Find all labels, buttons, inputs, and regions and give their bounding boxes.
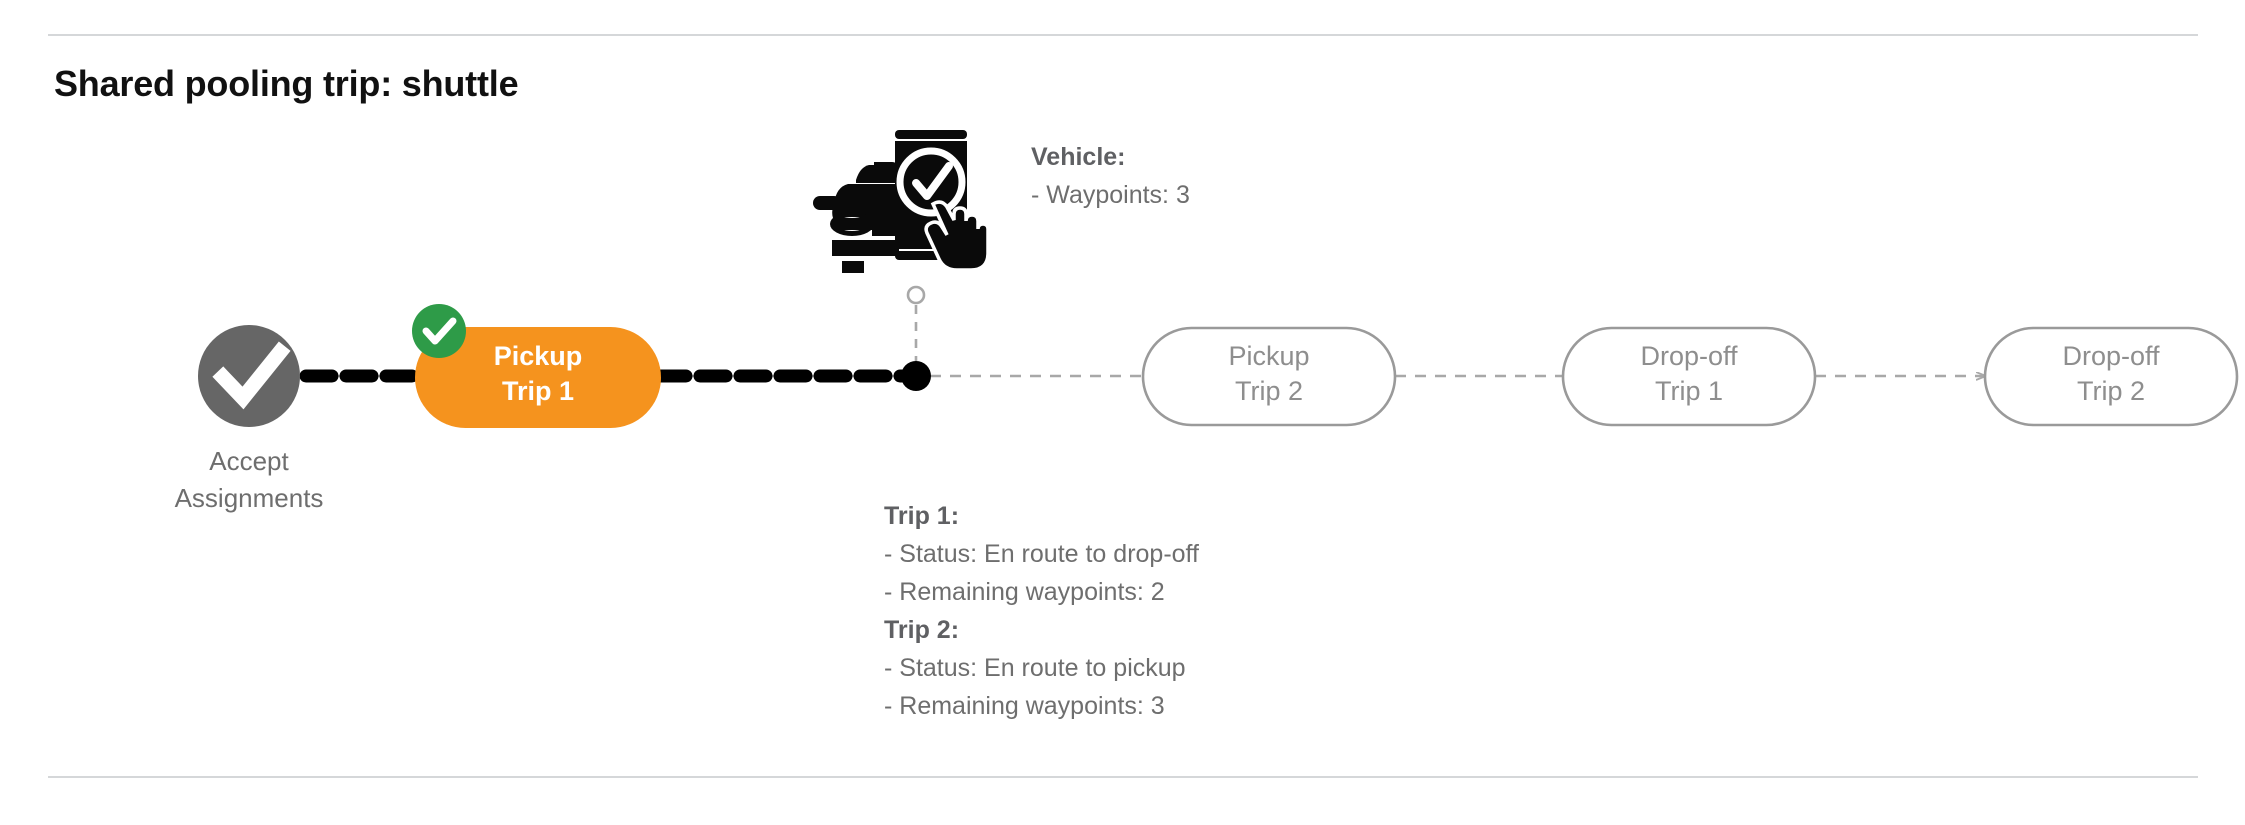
trip-1-heading: Trip 1: [884, 502, 951, 530]
trip-2-heading: Trip 2: [884, 616, 951, 644]
vehicle-annotation-heading-suffix: :: [1117, 143, 1126, 171]
node-pickup-trip-2: [1141, 326, 1397, 427]
vehicle-annotation: Vehicle: - Waypoints: 3: [1031, 138, 1190, 214]
node-dropoff-trip-1: [1561, 326, 1817, 427]
trip-2-heading-suffix: :: [950, 616, 960, 644]
trips-annotation: Trip 1: - Status: En route to drop-off -…: [884, 497, 1199, 725]
trip-1-heading-suffix: :: [950, 502, 960, 530]
white-check-icon: [212, 341, 291, 410]
check-badge-icon: [412, 304, 466, 358]
vehicle-leader-endpoint: [906, 285, 926, 305]
node-pickup-trip-1: [415, 327, 661, 428]
check-badge-glyph: [422, 317, 457, 345]
bottom-divider: [48, 776, 2198, 778]
vehicle-annotation-heading: Vehicle: [1031, 143, 1118, 171]
node-label-accept-assignments: Accept Assignments: [174, 446, 324, 513]
vehicle-phone-check-icon: [813, 130, 987, 273]
node-dropoff-trip-2: [1983, 326, 2239, 427]
top-divider: [48, 34, 2198, 36]
page-title: Shared pooling trip: shuttle: [54, 63, 519, 104]
current-position-dot: [901, 361, 931, 391]
trip-1-waypoints-line: - Remaining waypoints: 2: [884, 578, 1165, 606]
trip-2-waypoints-line: - Remaining waypoints: 3: [884, 692, 1165, 720]
trip-2-status-line: - Status: En route to pickup: [884, 654, 1186, 682]
trip-1-status-line: - Status: En route to drop-off: [884, 540, 1199, 568]
vehicle-annotation-line-1: - Waypoints: 3: [1031, 181, 1190, 209]
